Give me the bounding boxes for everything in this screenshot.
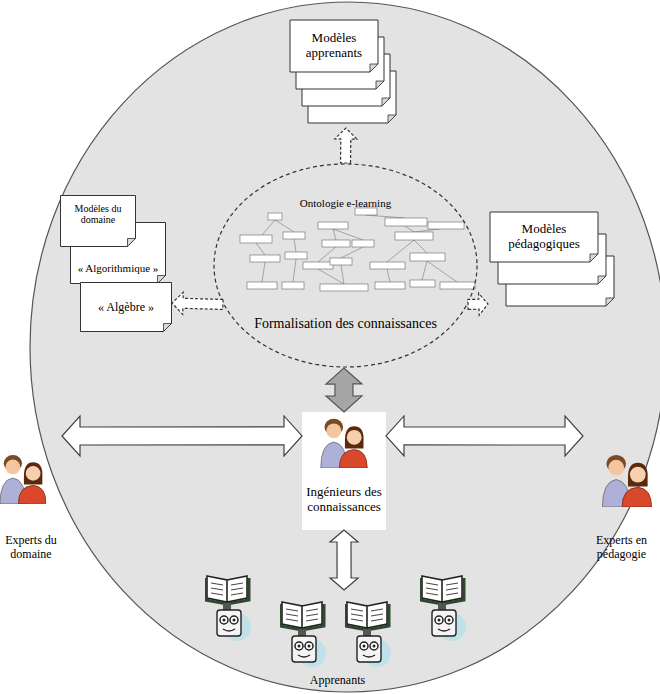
page-sheet [490, 212, 598, 262]
ontology-concept [268, 213, 282, 220]
learner-icon [205, 576, 251, 641]
ontology-concept [385, 218, 427, 226]
page-sheet [71, 223, 166, 284]
learner-icon [280, 602, 326, 667]
ontology-concept [370, 262, 405, 269]
node-label: Modèles apprenants [290, 20, 378, 72]
node-label: Ontologie e-learning [213, 195, 478, 211]
page-fold [376, 81, 384, 89]
ellipse-outline [214, 164, 477, 367]
ontology-concept [283, 232, 305, 239]
page-fold [606, 298, 614, 306]
ontology-concept [303, 262, 333, 269]
ontology-concept [285, 252, 307, 259]
ontology-ellipse: Ontologie e-learningFormalisation des co… [213, 163, 478, 368]
node-label: « Algèbre » [80, 298, 172, 318]
node-label: Modèles du domaine [60, 199, 136, 229]
node-label: Ingénieurs des connaissances [302, 474, 386, 526]
ontology-concept [250, 255, 280, 262]
ontology-edge [256, 215, 457, 284]
node-outline [213, 163, 478, 368]
ontology-concept [240, 235, 272, 243]
block-arrow [335, 128, 357, 163]
ontology-concept [395, 232, 433, 240]
ontology-concept [352, 240, 374, 247]
node-label: Experts en pédagogie [583, 530, 660, 566]
ontology-links [256, 215, 457, 284]
page-fold [164, 324, 172, 332]
document-stack: Modèles apprenants [288, 18, 410, 128]
ontology-concept [330, 258, 352, 265]
node-label: Formalisation des connaissances [213, 313, 478, 335]
ontology-concept [428, 222, 464, 229]
node-label: Modèles pédagogiques [490, 212, 598, 262]
ontology-concept [320, 284, 368, 291]
context-circle [30, 2, 660, 692]
learner-group: Apprenants [200, 590, 475, 694]
actor-box: Ingénieurs des connaissances [302, 412, 386, 530]
block-arrow [172, 292, 223, 314]
ontology-concept [318, 222, 348, 229]
learner-icon [345, 602, 391, 667]
page-fold [382, 98, 390, 106]
block-arrow [386, 416, 583, 456]
node-label: « Algorithmique » [70, 258, 166, 278]
ontology-concept [410, 280, 435, 287]
person-icon [602, 455, 651, 507]
ontology-graph [240, 208, 475, 291]
page-sheet [290, 20, 378, 72]
ontology-concept [282, 282, 304, 289]
node-label: Apprenants [200, 672, 475, 690]
node-label: Experts du domaine [0, 530, 62, 566]
ontology-concept [247, 282, 277, 289]
page-fold [388, 115, 396, 123]
page-sheet [81, 283, 172, 332]
document-page: « Algèbre » [80, 282, 172, 332]
block-arrow [326, 368, 362, 412]
ontology-concept [322, 240, 350, 247]
ontology-concept [410, 253, 445, 261]
document-page: Modèles du domaine [60, 195, 136, 247]
ontology-concept [375, 282, 405, 289]
page-fold [598, 276, 606, 284]
page-sheet [61, 196, 136, 247]
box-fill [302, 412, 386, 530]
ontology-concept [355, 208, 377, 215]
page-fold [370, 64, 378, 72]
page-fold [590, 254, 598, 262]
document-stack: Modèles pédagogiques [488, 210, 618, 310]
block-arrow [330, 530, 358, 590]
learner-icon [420, 576, 466, 641]
block-arrow [62, 416, 302, 456]
person-icon [0, 455, 46, 504]
ontology-concept [440, 282, 475, 289]
